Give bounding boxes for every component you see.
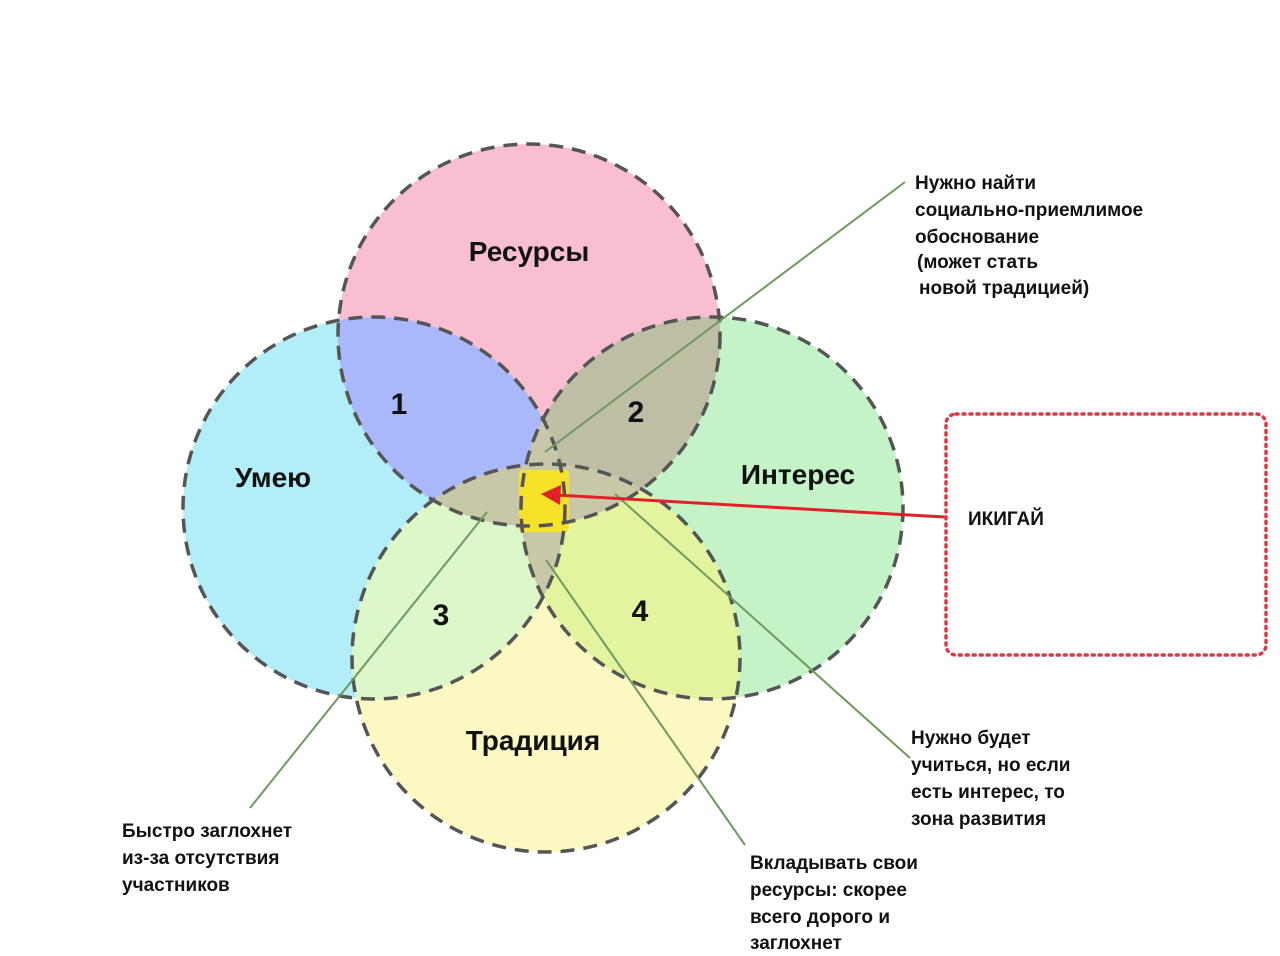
leader-line-zone2 [544,181,906,453]
zone-number-4: 4 [632,595,649,628]
note-zone3-line: из-за отсутствия [122,848,279,869]
note-zone2-line: обоснование [915,227,1039,248]
ikigai-frame [944,412,1268,657]
note-center-bottom: Вкладывать свои ресурсы: скорее всего до… [750,853,918,954]
leader-line-center-bottom [545,559,746,846]
ikigai-center [519,470,569,532]
note-zone2-line: новой традицией) [919,278,1089,299]
note-zone2-line: социально-приемлимое [915,200,1143,221]
note-zone2-line: Нужно найти [915,173,1036,194]
circle-label-resources: Ресурсы [469,236,590,267]
note-center-bottom-line: Вкладывать свои [750,853,918,874]
circle-resources-border [336,142,722,528]
note-zone4: Нужно будет учиться, но если есть интере… [911,728,1070,830]
circle-tradition-border [350,462,742,854]
circle-interest-border [519,315,905,701]
ikigai-arrow [555,493,946,519]
circle-label-interest: Интерес [741,459,855,490]
leader-line-zone3 [249,511,488,809]
leader-line-zone4 [614,493,911,759]
zone-number-3: 3 [433,599,450,632]
note-zone4-line: есть интерес, то [911,782,1065,803]
note-zone3: Быстро заглохнет из-за отсутствия участн… [122,821,292,896]
note-center-bottom-line: заглохнет [750,933,842,954]
zone-number-2: 2 [628,396,645,429]
note-zone3-line: участников [122,875,230,896]
note-center-bottom-line: ресурсы: скорее [750,880,907,901]
note-zone3-line: Быстро заглохнет [122,821,292,842]
circle-label-tradition: Традиция [466,725,600,756]
ikigai-arrowhead [541,485,561,505]
ikigai-label: ИКИГАЙ [968,508,1044,530]
note-zone2: Нужно найти социально-приемлимое обоснов… [915,173,1143,299]
circle-skills-border [181,315,567,701]
note-zone4-line: Нужно будет [911,728,1031,749]
circle-label-skills: Умею [235,462,311,493]
note-zone4-line: зона развития [911,809,1046,830]
zone-number-1: 1 [391,388,408,421]
note-zone2-line: (может стать [917,252,1038,273]
note-zone4-line: учиться, но если [911,755,1070,776]
note-center-bottom-line: всего дорого и [750,907,890,928]
